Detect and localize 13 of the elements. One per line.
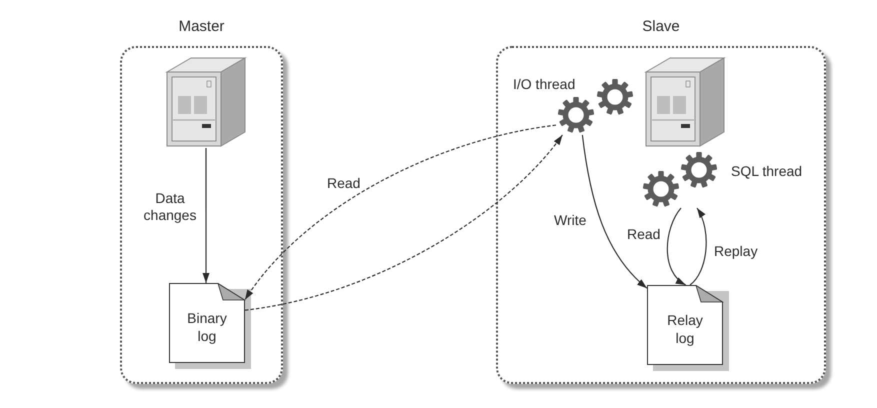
document-label: Binary log — [186, 309, 228, 345]
server-icon — [644, 56, 726, 148]
document-label: Relay log — [666, 311, 704, 347]
server-icon — [165, 56, 247, 148]
icon-caption: SQL thread — [731, 163, 802, 180]
arrow — [690, 208, 707, 286]
edge-label: Replay — [713, 243, 759, 260]
arrow — [582, 134, 648, 289]
icon-caption: I/O thread — [513, 76, 576, 93]
group-title: Master — [178, 18, 224, 36]
group-title: Slave — [642, 18, 680, 36]
arrow — [202, 148, 210, 283]
arrow — [666, 208, 686, 286]
